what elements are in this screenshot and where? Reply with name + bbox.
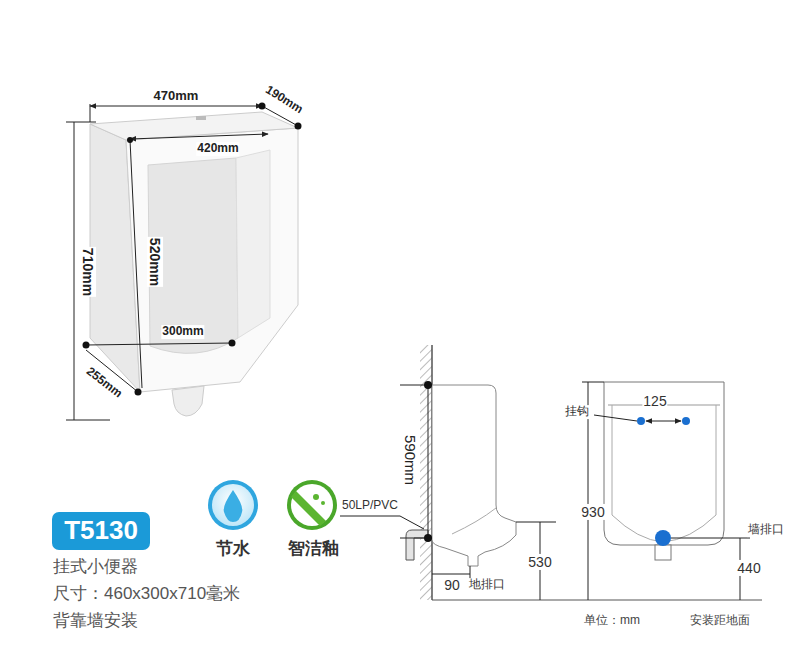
side-dimensions xyxy=(432,574,470,575)
front-dimensions xyxy=(582,382,604,383)
dimension-label: 520mm xyxy=(147,237,163,287)
feature-label: 智洁釉 xyxy=(287,539,340,559)
front-dimensions xyxy=(582,382,750,600)
side-view xyxy=(406,530,428,560)
easy-clean-glaze-icon xyxy=(291,484,333,526)
side-dimensions xyxy=(340,385,556,600)
front-marks xyxy=(637,417,645,425)
dimension-label: 930 xyxy=(580,504,605,520)
side-view xyxy=(432,385,516,566)
product-note: 尺寸：460x300x710毫米 xyxy=(52,584,241,604)
unit-note: 安装距地面 xyxy=(689,614,751,628)
dimension-dots xyxy=(83,103,302,396)
dimension-dots xyxy=(229,340,236,347)
urinal-3d-view xyxy=(172,386,204,416)
unit-note: 单位：mm xyxy=(583,614,641,628)
dimension-dots xyxy=(259,103,266,110)
front-dimensions xyxy=(671,538,750,539)
dimension-lines xyxy=(130,140,142,388)
product-note: 背靠墙安装 xyxy=(52,611,139,631)
easy-clean-glaze-icon xyxy=(287,480,337,530)
part-label: 墙排口 xyxy=(747,523,785,537)
front-view xyxy=(655,545,671,560)
dimension-label: 125 xyxy=(642,393,667,409)
side-dots xyxy=(424,381,432,542)
side-dimensions xyxy=(516,522,556,523)
urinal-3d-view xyxy=(90,112,298,140)
dimension-lines xyxy=(66,122,96,123)
water-saving-icon xyxy=(208,480,258,530)
product-note: 挂式小便器 xyxy=(52,557,139,577)
dimension-label: 300mm xyxy=(161,325,204,339)
side-view xyxy=(406,345,762,600)
dimension-label: 190mm xyxy=(262,83,306,118)
dimension-label: 590mm xyxy=(401,434,418,486)
urinal-3d-view xyxy=(90,112,298,416)
dimension-dots xyxy=(295,123,302,130)
dimension-label: 420mm xyxy=(196,142,239,156)
front-view xyxy=(604,382,724,545)
model-badge: T5130 xyxy=(52,512,150,550)
side-dimensions xyxy=(340,516,424,529)
feature-label: 节水 xyxy=(215,539,251,559)
part-label: 地排口 xyxy=(468,578,506,592)
pipe-label: 50LP/PVC xyxy=(341,499,399,513)
dimension-label: 470mm xyxy=(153,89,200,104)
water-saving-icon xyxy=(208,480,258,530)
front-marks xyxy=(655,530,671,546)
front-marks xyxy=(637,417,690,546)
front-dimensions xyxy=(594,415,637,421)
dimension-dots xyxy=(83,342,90,349)
front-view xyxy=(604,382,724,560)
side-view xyxy=(452,508,496,534)
side-view xyxy=(432,600,762,601)
side-dots xyxy=(424,381,432,389)
front-marks xyxy=(682,417,690,425)
dimension-label: 530 xyxy=(527,554,552,570)
front-dimensions xyxy=(646,421,681,422)
dimension-lines xyxy=(90,106,262,107)
side-dimensions xyxy=(428,385,429,538)
dimension-lines xyxy=(66,420,110,421)
dimension-lines xyxy=(66,104,298,420)
urinal-3d-view xyxy=(236,150,270,338)
dimension-dots xyxy=(135,389,142,396)
side-view xyxy=(420,345,432,600)
part-label: 挂钩 xyxy=(564,405,590,419)
water-saving-icon xyxy=(224,490,243,522)
dimension-lines xyxy=(86,343,232,345)
dimension-lines xyxy=(90,104,91,122)
easy-clean-glaze-icon xyxy=(321,501,325,505)
dimension-label: 440 xyxy=(736,560,761,576)
urinal-3d-view xyxy=(196,116,206,120)
water-saving-icon xyxy=(212,484,254,526)
dimension-lines xyxy=(74,122,75,420)
dimension-dots xyxy=(127,137,133,143)
easy-clean-glaze-icon xyxy=(313,494,319,500)
easy-clean-glaze-icon xyxy=(291,491,326,526)
front-view xyxy=(612,405,716,542)
side-dots xyxy=(424,534,432,542)
dimension-lines xyxy=(130,134,268,139)
dimension-label: 90 xyxy=(443,577,461,593)
easy-clean-glaze-icon xyxy=(287,480,337,530)
model-number: T5130 xyxy=(64,514,138,548)
dimension-label: 710mm xyxy=(80,247,96,297)
urinal-3d-view xyxy=(126,128,298,392)
